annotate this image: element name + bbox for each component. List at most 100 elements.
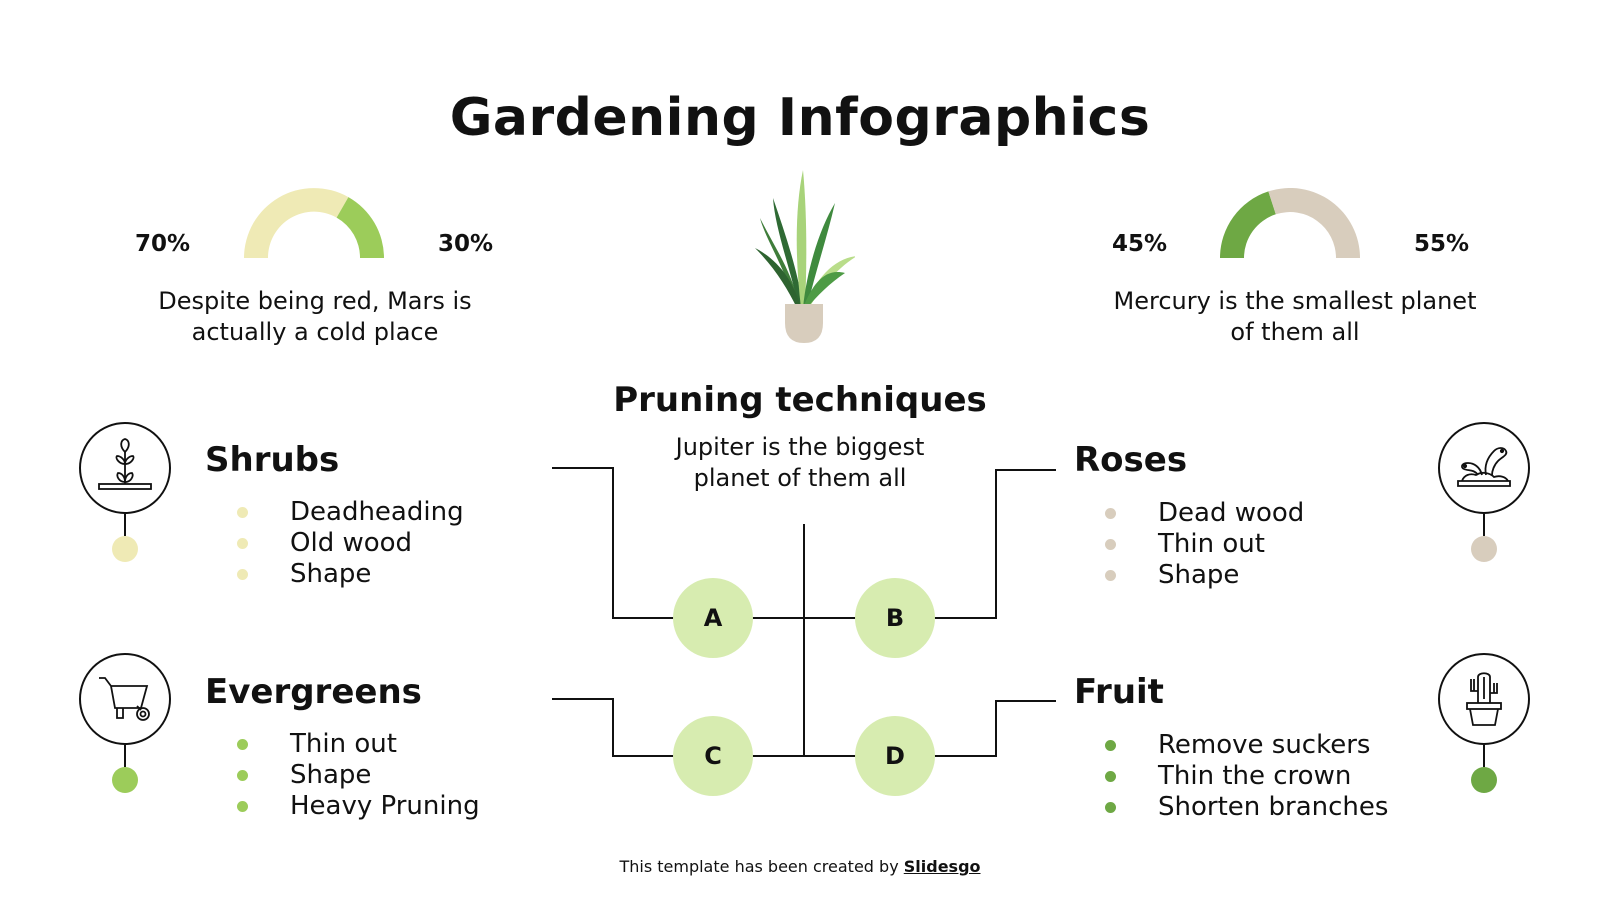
list-item: Thin out — [210, 729, 480, 760]
description-line: Despite being red, Mars is — [158, 287, 472, 315]
shrubs-icon-group — [79, 422, 171, 562]
list-item-text: Dead wood — [1158, 498, 1305, 528]
color-marker — [1471, 536, 1497, 562]
connector-line — [552, 467, 613, 469]
gauge-chart-mercury — [1220, 187, 1360, 258]
plant-sprout-icon — [79, 422, 171, 514]
icon-stem — [1483, 514, 1485, 536]
list-item-text: Remove suckers — [1158, 730, 1371, 760]
description-line: Mercury is the smallest planet — [1113, 287, 1477, 315]
gauge-description-mars: Despite being red, Mars is actually a co… — [110, 286, 520, 348]
fruit-list: Remove suckers Thin the crown Shorten br… — [1078, 730, 1388, 823]
gauge-right-percent-b: 55% — [1414, 231, 1470, 257]
bullet-dot — [237, 739, 248, 750]
list-item-text: Heavy Pruning — [290, 791, 480, 821]
gauge-left-percent-b: 45% — [1112, 231, 1168, 257]
icon-stem — [124, 745, 126, 767]
list-item-text: Thin out — [1158, 529, 1265, 559]
bullet-dot — [1105, 802, 1116, 813]
roses-title: Roses — [1074, 440, 1188, 480]
potted-plant-illustration — [745, 168, 857, 348]
connector-line — [612, 467, 614, 619]
bullet-dot — [1105, 570, 1116, 581]
bullet-dot — [1105, 539, 1116, 550]
connector-line — [752, 755, 856, 757]
connector-line — [995, 700, 1056, 702]
color-marker — [112, 767, 138, 793]
evergreens-list: Thin out Shape Heavy Pruning — [210, 729, 480, 822]
fruit-icon-group — [1438, 653, 1530, 793]
node-a: A — [673, 578, 753, 658]
wheelbarrow-icon — [79, 653, 171, 745]
bullet-dot — [237, 507, 248, 518]
footer-text: This template has been created by — [619, 857, 904, 876]
list-item-text: Shape — [290, 760, 372, 790]
list-item: Heavy Pruning — [210, 791, 480, 822]
list-item: Thin out — [1078, 529, 1304, 560]
list-item: Deadheading — [210, 497, 464, 528]
list-item: Old wood — [210, 528, 464, 559]
center-trunk-line — [803, 524, 805, 757]
connector-line — [934, 617, 996, 619]
node-b: B — [855, 578, 935, 658]
list-item-text: Shape — [1158, 560, 1240, 590]
list-item-text: Shape — [290, 559, 372, 589]
bullet-dot — [237, 538, 248, 549]
node-d: D — [855, 716, 935, 796]
fruit-title: Fruit — [1074, 672, 1164, 712]
list-item: Remove suckers — [1078, 730, 1388, 761]
shrubs-title: Shrubs — [205, 440, 340, 480]
icon-stem — [124, 514, 126, 536]
list-item: Shape — [1078, 560, 1304, 591]
connector-line — [995, 469, 1056, 471]
bullet-dot — [237, 569, 248, 580]
page-title: Gardening Infographics — [449, 88, 1151, 148]
node-c: C — [673, 716, 753, 796]
footer-credit: This template has been created by Slides… — [0, 857, 1600, 876]
list-item-text: Thin out — [290, 729, 397, 759]
roses-list: Dead wood Thin out Shape — [1078, 498, 1304, 591]
list-item: Thin the crown — [1078, 761, 1388, 792]
evergreens-title: Evergreens — [205, 672, 422, 712]
connector-line — [752, 617, 856, 619]
color-marker — [112, 536, 138, 562]
roses-icon-group — [1438, 422, 1530, 562]
bullet-dot — [1105, 508, 1116, 519]
connector-line — [612, 698, 614, 756]
pruning-description: Jupiter is the biggest planet of them al… — [0, 432, 1600, 494]
gauge-chart-mars — [244, 188, 384, 258]
list-item: Shorten branches — [1078, 792, 1388, 823]
connector-line — [612, 617, 674, 619]
potted-cactus-icon — [1438, 653, 1530, 745]
bullet-dot — [237, 770, 248, 781]
connector-line — [995, 469, 997, 619]
list-item-text: Old wood — [290, 528, 413, 558]
bullet-dot — [237, 801, 248, 812]
gauge-right-percent-a: 30% — [438, 231, 494, 257]
color-marker — [1471, 767, 1497, 793]
connector-line — [934, 755, 996, 757]
list-item: Shape — [210, 760, 480, 791]
list-item-text: Thin the crown — [1158, 761, 1352, 791]
description-line: actually a cold place — [191, 318, 439, 346]
earthworm-icon — [1438, 422, 1530, 514]
list-item-text: Deadheading — [290, 497, 464, 527]
list-item: Dead wood — [1078, 498, 1304, 529]
description-line: planet of them all — [693, 464, 907, 492]
icon-stem — [1483, 745, 1485, 767]
connector-line — [995, 700, 997, 757]
connector-line — [612, 755, 674, 757]
list-item: Shape — [210, 559, 464, 590]
evergreens-icon-group — [79, 653, 171, 793]
slidesgo-link[interactable]: Slidesgo — [903, 857, 981, 876]
description-line: of them all — [1230, 318, 1360, 346]
gauge-left-percent-a: 70% — [135, 231, 191, 257]
pruning-techniques-title: Pruning techniques — [613, 380, 987, 420]
description-line: Jupiter is the biggest — [675, 433, 925, 461]
bullet-dot — [1105, 771, 1116, 782]
shrubs-list: Deadheading Old wood Shape — [210, 497, 464, 590]
list-item-text: Shorten branches — [1158, 792, 1389, 822]
gauge-description-mercury: Mercury is the smallest planet of them a… — [1070, 286, 1520, 348]
bullet-dot — [1105, 740, 1116, 751]
connector-line — [552, 698, 613, 700]
